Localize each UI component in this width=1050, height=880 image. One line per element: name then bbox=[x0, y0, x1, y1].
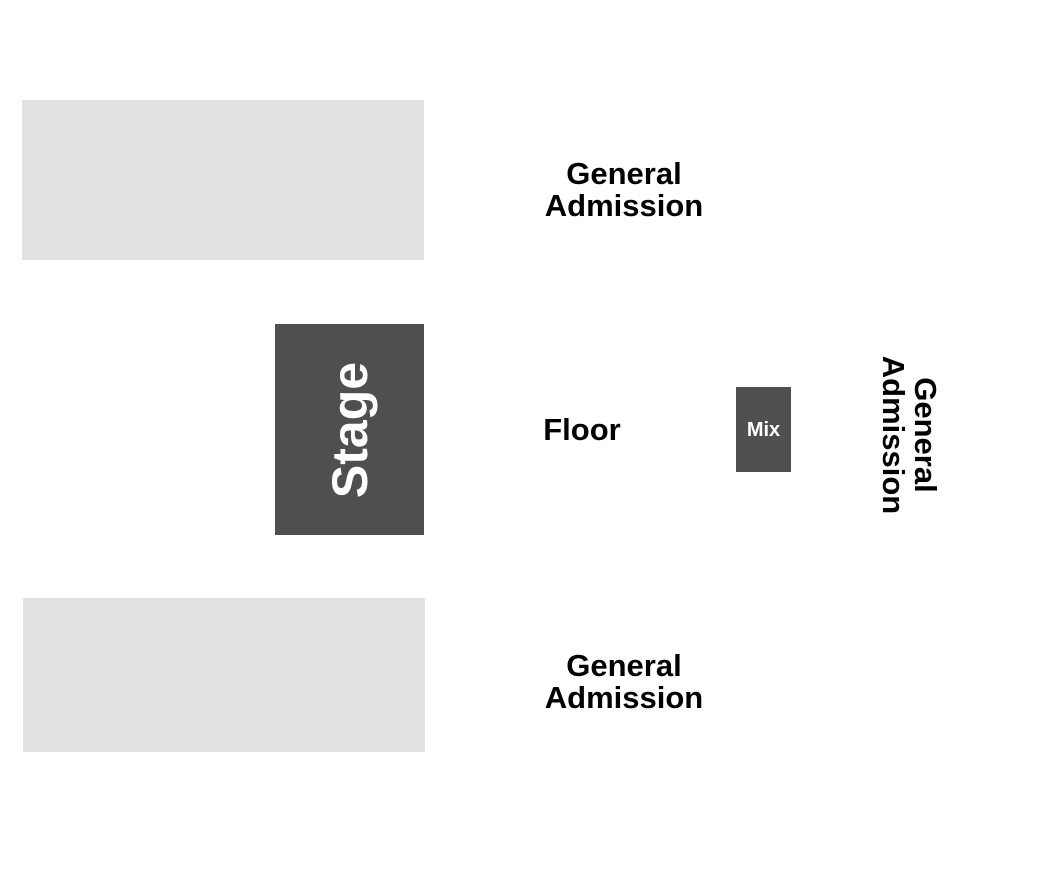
general-admission-bottom-section[interactable]: General Admission bbox=[545, 650, 703, 714]
mix-label: Mix bbox=[746, 418, 781, 441]
section-label-line1: General bbox=[908, 377, 943, 493]
mix-position: Mix bbox=[736, 387, 791, 472]
section-label-line2: Admission bbox=[544, 188, 704, 223]
side-section-top[interactable] bbox=[22, 100, 424, 260]
section-label-line1: General bbox=[566, 156, 682, 191]
section-label-line2: Admission bbox=[876, 355, 911, 515]
stage-label: Stage bbox=[321, 361, 378, 498]
section-label-line2: Admission bbox=[544, 680, 704, 715]
side-section-bottom[interactable] bbox=[23, 598, 425, 752]
section-label-line1: General bbox=[566, 648, 682, 683]
floor-label: Floor bbox=[543, 412, 621, 447]
general-admission-top-section[interactable]: General Admission bbox=[545, 158, 703, 222]
floor-section[interactable]: Floor bbox=[543, 414, 621, 446]
general-admission-right-section[interactable]: General Admission bbox=[876, 355, 943, 515]
stage-area: Stage bbox=[275, 324, 424, 535]
